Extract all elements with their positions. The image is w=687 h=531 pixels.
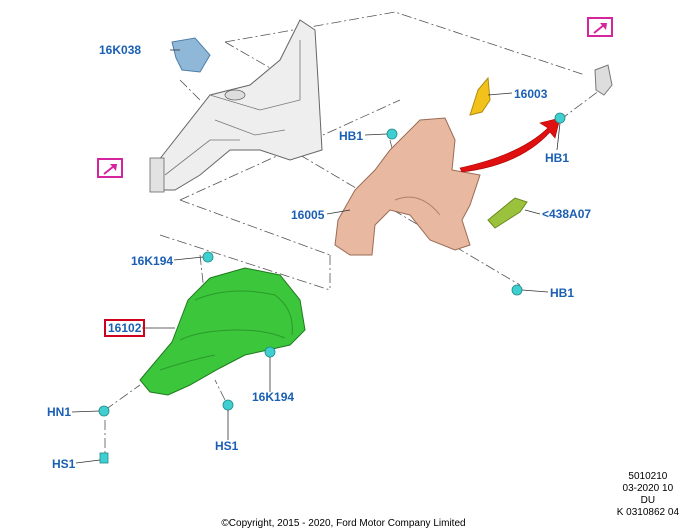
part-438a07-shape [487, 197, 528, 229]
meta-line-1: 5010210 [628, 471, 668, 482]
callout-16k038[interactable]: 16K038 [99, 43, 142, 57]
view-link-top-right[interactable] [587, 17, 613, 37]
corner-bracket-shape [594, 64, 613, 96]
view-link-left[interactable] [97, 158, 123, 178]
callout-16k194-bottom[interactable]: 16K194 [252, 390, 295, 404]
leader-lines [71, 49, 561, 464]
callout-hs1-left[interactable]: HS1 [52, 457, 76, 471]
callout-16005[interactable]: 16005 [291, 208, 325, 222]
bracket-16k038-shape [171, 37, 211, 73]
copyright-text: ©Copyright, 2015 - 2020, Ford Motor Comp… [221, 518, 466, 529]
callout-hb1-lower[interactable]: HB1 [550, 286, 575, 300]
link-arrow-icon [103, 164, 117, 175]
callout-438a07[interactable]: <438A07 [542, 207, 592, 221]
fasteners [98, 112, 566, 464]
meta-line-4: K 0310862 04 [616, 507, 679, 518]
callout-16003[interactable]: 16003 [514, 87, 548, 101]
callout-hb1-right[interactable]: HB1 [545, 151, 570, 165]
link-arrow-icon [593, 23, 607, 34]
red-arrow [459, 117, 561, 173]
meta-line-2: 03-2020 10 [622, 483, 674, 494]
illustration-meta: 5010210 03-2020 10 DU K 0310862 04 [617, 471, 679, 519]
part-16003-shape [469, 76, 491, 116]
meta-line-3: DU [640, 495, 656, 506]
callout-hb1-top[interactable]: HB1 [339, 129, 364, 143]
fender-16005-shape [334, 117, 481, 256]
callout-hs1-center[interactable]: HS1 [215, 439, 239, 453]
liner-16102-shape [139, 267, 306, 396]
callout-16k194-top[interactable]: 16K194 [131, 254, 174, 268]
body-structure [149, 19, 323, 193]
callout-hn1[interactable]: HN1 [47, 405, 72, 419]
callout-16102[interactable]: 16102 [104, 319, 146, 337]
